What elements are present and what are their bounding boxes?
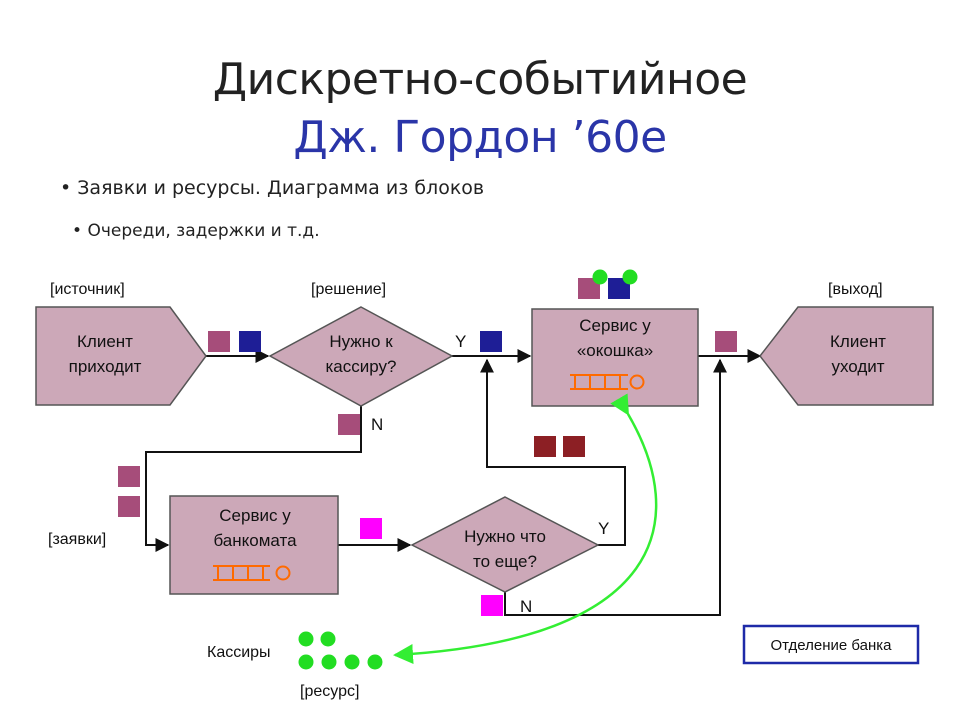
window-counter-icon bbox=[570, 374, 645, 390]
label-queue: [заявки] bbox=[48, 531, 106, 548]
resource-link-arrow bbox=[393, 393, 658, 664]
bullet-requests-resources: • Заявки и ресурсы. Диаграмма из блоков bbox=[60, 177, 485, 199]
branch-cashier-no: N bbox=[371, 415, 383, 434]
request-token-darkred bbox=[534, 436, 556, 457]
request-token-mauve bbox=[118, 496, 140, 517]
branch-cashier-yes: Y bbox=[455, 332, 466, 351]
bullet-text: Заявки и ресурсы. Диаграмма из блоков bbox=[77, 177, 485, 199]
resource-token bbox=[320, 631, 336, 647]
request-token-mauve bbox=[715, 331, 737, 352]
request-token-navy bbox=[480, 331, 502, 352]
label-decision: [решение] bbox=[311, 281, 386, 298]
resource-token bbox=[321, 654, 337, 670]
resource-token bbox=[344, 654, 360, 670]
need-cashier-line2: кассиру? bbox=[326, 357, 397, 376]
request-token-mauve bbox=[578, 278, 600, 299]
request-token-magenta bbox=[360, 518, 382, 539]
resource-token bbox=[298, 654, 314, 670]
label-exit: [выход] bbox=[828, 281, 883, 298]
client-leaves-line2: уходит bbox=[831, 357, 884, 376]
need-cashier-line1: Нужно к bbox=[329, 332, 393, 351]
bullet-queues-delays: • Очереди, задержки и т.д. bbox=[72, 221, 320, 241]
request-token-mauve bbox=[118, 466, 140, 487]
block-atm-service bbox=[169, 495, 339, 595]
slide-title: Дискретно-событийное bbox=[212, 54, 748, 105]
window-service-line1: Сервис у bbox=[579, 316, 651, 335]
label-resource: [ресурс] bbox=[300, 683, 359, 700]
label-source: [источник] bbox=[50, 281, 125, 298]
request-token-magenta bbox=[481, 595, 503, 616]
slide-subtitle: Дж. Гордон ’60е bbox=[293, 112, 667, 163]
legend-label: Отделение банка bbox=[770, 637, 892, 654]
client-arrives-line1: Клиент bbox=[77, 332, 133, 351]
resource-tokens bbox=[298, 269, 638, 670]
request-token-mauve bbox=[338, 414, 360, 435]
branch-more-yes: Y bbox=[598, 519, 609, 538]
request-token-mauve bbox=[208, 331, 230, 352]
request-token-navy bbox=[239, 331, 261, 352]
bullet-text: Очереди, задержки и т.д. bbox=[87, 221, 320, 241]
atm-service-line2: банкомата bbox=[213, 531, 297, 550]
need-more-line2: то еще? bbox=[473, 552, 537, 571]
client-arrives-line2: приходит bbox=[69, 357, 142, 376]
client-leaves-line1: Клиент bbox=[830, 332, 886, 351]
atm-service-line1: Сервис у bbox=[219, 506, 291, 525]
need-more-line1: Нужно что bbox=[464, 527, 546, 546]
branch-more-no: N bbox=[520, 597, 532, 616]
resource-token bbox=[298, 631, 314, 647]
resource-token bbox=[367, 654, 383, 670]
window-service-line2: «окошка» bbox=[577, 341, 653, 360]
label-cashiers: Кассиры bbox=[207, 644, 271, 661]
arrow-decision-no-to-atm bbox=[145, 406, 362, 552]
atm-counter-icon bbox=[213, 565, 291, 581]
resource-token-busy bbox=[592, 269, 608, 285]
request-token-darkred bbox=[563, 436, 585, 457]
request-token-navy bbox=[608, 278, 630, 299]
resource-token-busy bbox=[622, 269, 638, 285]
block-need-cashier bbox=[268, 306, 454, 407]
legend-box bbox=[742, 624, 920, 665]
block-client-arrives bbox=[35, 306, 207, 406]
block-client-leaves bbox=[759, 306, 934, 406]
